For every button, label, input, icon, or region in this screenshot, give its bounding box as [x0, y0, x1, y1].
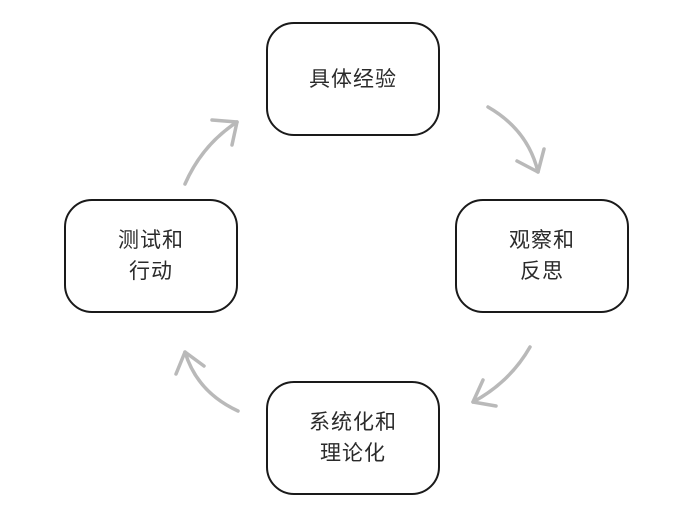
label-line: 行动: [129, 259, 173, 283]
arrow-experience-to-reflection: [486, 105, 546, 174]
label-line: 系统化和: [309, 410, 397, 434]
node-observation-reflection: 观察和 反思: [455, 199, 629, 313]
node-systematization-theorization: 系统化和 理论化: [266, 381, 440, 495]
label-line: 测试和: [118, 228, 184, 252]
node-label: 具体经验: [309, 64, 397, 95]
node-label: 观察和 反思: [509, 225, 575, 287]
arrow-theory-to-action: [174, 350, 240, 413]
arrow-action-to-experience: [183, 118, 239, 186]
node-concrete-experience: 具体经验: [266, 22, 440, 136]
label-line: 观察和: [509, 228, 575, 252]
label-line: 反思: [520, 259, 564, 283]
node-label: 测试和 行动: [118, 225, 184, 287]
node-label: 系统化和 理论化: [309, 407, 397, 469]
label-line: 理论化: [320, 441, 386, 465]
arrow-reflection-to-theory: [471, 345, 532, 408]
label-line: 具体经验: [309, 66, 397, 91]
node-testing-action: 测试和 行动: [64, 199, 238, 313]
